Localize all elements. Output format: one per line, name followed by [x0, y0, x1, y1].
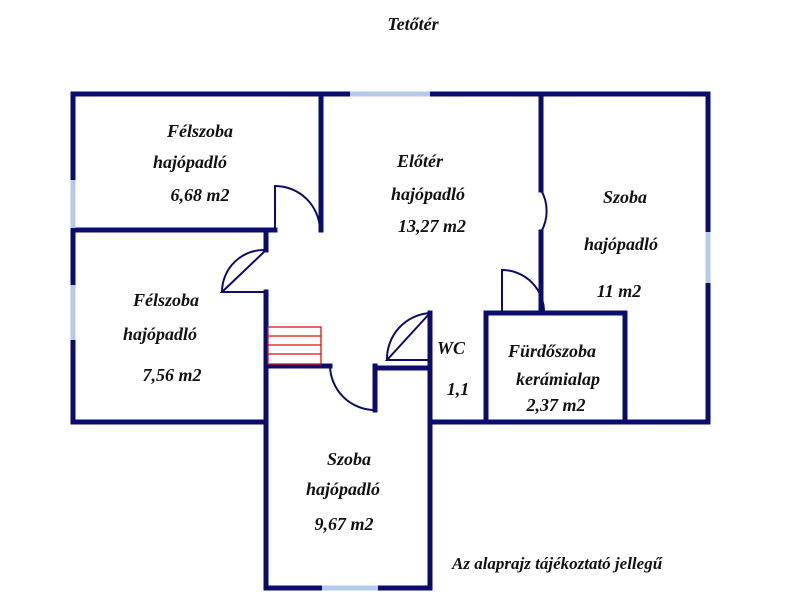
room-name: Félszoba [166, 121, 233, 141]
walls [70, 91, 711, 591]
plan-title: Tetőtér [387, 14, 439, 34]
room-area: 6,68 m2 [170, 185, 229, 205]
room-name: Félszoba [132, 290, 199, 310]
room-area: 7,56 m2 [142, 365, 201, 385]
room-szoba-bottom: Szoba hajópadló 9,67 m2 [306, 449, 380, 534]
room-floor: kerámialap [516, 369, 600, 389]
door-felszoba-lower [219, 248, 267, 293]
room-name: Előtér [396, 151, 444, 171]
door-bathroom [501, 268, 546, 314]
room-furdoszoba: Fürdőszoba kerámialap 2,37 m2 [507, 341, 600, 415]
door-szoba-bottom [329, 365, 376, 411]
room-floor: hajópadló [584, 234, 658, 254]
room-floor: hajópadló [391, 184, 465, 204]
room-area: 11 m2 [597, 281, 642, 301]
room-area: 13,27 m2 [398, 216, 466, 236]
room-name: Szoba [603, 187, 647, 207]
room-area: 1,1 [447, 379, 470, 399]
room-name: WC [437, 338, 466, 358]
room-floor: hajópadló [306, 479, 380, 499]
room-felszoba-upper: Félszoba hajópadló 6,68 m2 [153, 121, 233, 205]
room-floor: hajópadló [123, 324, 197, 344]
room-name: Szoba [327, 449, 371, 469]
door-szoba-right [540, 189, 548, 233]
room-area: 2,37 m2 [525, 395, 585, 415]
door-wc [384, 312, 431, 361]
windows [70, 91, 711, 591]
door-felszoba-upper [274, 184, 321, 231]
disclaimer-note: Az alaprajz tájékoztató jellegű [451, 554, 663, 573]
room-area: 9,67 m2 [314, 514, 373, 534]
room-name: Fürdőszoba [507, 341, 596, 361]
stairs [267, 326, 322, 365]
doors [219, 184, 548, 411]
room-eloter: Előtér hajópadló 13,27 m2 [391, 151, 466, 236]
room-wc: WC 1,1 [437, 338, 469, 399]
room-felszoba-lower: Félszoba hajópadló 7,56 m2 [123, 290, 202, 385]
room-floor: hajópadló [153, 152, 227, 172]
room-szoba-right: Szoba hajópadló 11 m2 [584, 187, 658, 301]
